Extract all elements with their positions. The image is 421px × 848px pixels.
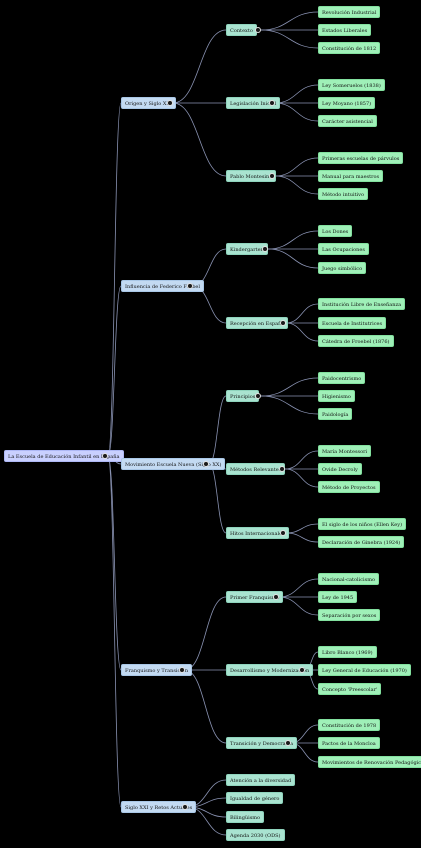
- edge-b4c1-2: [278, 596, 319, 616]
- topic-toggle-contexto[interactable]: [255, 27, 261, 33]
- edge-root-b4: [107, 455, 122, 671]
- edge-b3-b3c1: [208, 395, 227, 465]
- leaf-node-paidologia[interactable]: Paidología: [318, 408, 353, 420]
- leaf-node-revolucion-industrial[interactable]: Revolución Industrial: [318, 6, 381, 18]
- edge-b1-b1c3: [172, 102, 227, 177]
- edge-b2c2-2: [285, 322, 319, 342]
- topic-toggle-legislacion-inicial[interactable]: [269, 100, 275, 106]
- topic-node-agenda-2030-ods[interactable]: Agenda 2030 (ODS): [226, 829, 285, 841]
- edge-b1c1-2: [260, 29, 319, 49]
- topic-node-pablo-montesino[interactable]: Pablo Montesino: [226, 170, 277, 182]
- edge-root-b2: [107, 285, 122, 457]
- topic-node-metodos-relevantes[interactable]: Métodos Relevantes: [226, 463, 286, 475]
- leaf-node-ovide-decroly[interactable]: Ovide Decroly: [318, 463, 362, 475]
- topic-toggle-hitos-internacionales[interactable]: [280, 530, 286, 536]
- topic-node-atencion-a-la-diversidad[interactable]: Atención a la diversidad: [226, 774, 296, 786]
- leaf-node-nacional-catolicismo[interactable]: Nacional-catolicismo: [318, 573, 379, 585]
- leaf-node-institucion-libre-de-ensenanza[interactable]: Institución Libre de Enseñanza: [318, 298, 406, 310]
- leaf-node-las-ocupaciones[interactable]: Las Ocupaciones: [318, 243, 369, 255]
- leaf-node-catedra-de-froebel-1876[interactable]: Cátedra de Froebel (1876): [318, 335, 394, 347]
- edge-b2c1-0: [267, 230, 319, 250]
- leaf-node-maria-montessori[interactable]: María Montessori: [318, 445, 372, 457]
- topic-toggle-pablo-montesino[interactable]: [269, 173, 275, 179]
- leaf-node-primeras-escuelas-de-parvulos[interactable]: Primeras escuelas de párvulos: [318, 152, 404, 164]
- topic-toggle-desarrollismo-y-modernizacion[interactable]: [299, 667, 305, 673]
- topic-node-contexto[interactable]: Contexto: [226, 24, 257, 36]
- edge-b3-b3c3: [208, 463, 227, 534]
- topic-toggle-kindergarten[interactable]: [262, 246, 268, 252]
- edge-root-b1: [107, 102, 122, 457]
- branch-toggle-franquismo-y-transicion[interactable]: [179, 667, 185, 673]
- leaf-node-pactos-de-la-moncloa[interactable]: Pactos de la Moncloa: [318, 737, 380, 749]
- edge-b1c1-0: [260, 11, 319, 31]
- leaf-node-movimientos-de-renovacion-pedagogica[interactable]: Movimientos de Renovación Pedagógica: [318, 756, 421, 768]
- edge-b1c2-2: [274, 102, 319, 122]
- leaf-node-constitucion-de-1978[interactable]: Constitución de 1978: [318, 719, 381, 731]
- topic-toggle-recepcion-en-espana[interactable]: [280, 320, 286, 326]
- topic-node-primer-franquismo[interactable]: Primer Franquismo: [226, 591, 284, 603]
- leaf-node-metodo-intuitivo[interactable]: Método intuitivo: [318, 188, 368, 200]
- branch-node-franquismo-y-transicion[interactable]: Franquismo y Transición: [121, 664, 193, 676]
- edge-b3c3-1: [285, 532, 319, 543]
- branch-node-siglo-xxi-y-retos-actuales[interactable]: Siglo XXI y Retos Actuales: [121, 801, 197, 813]
- leaf-node-higienismo[interactable]: Higienismo: [318, 390, 355, 402]
- edge-b2c2-0: [285, 303, 319, 324]
- topic-toggle-primer-franquismo[interactable]: [273, 594, 279, 600]
- leaf-node-constitucion-de-1812[interactable]: Constitución de 1812: [318, 42, 381, 54]
- edge-b4c1-0: [278, 578, 319, 598]
- leaf-node-ley-de-1945[interactable]: Ley de 1945: [318, 591, 358, 603]
- topic-node-kindergarten[interactable]: Kindergarten: [226, 243, 268, 255]
- leaf-node-ley-general-de-educacion-1970[interactable]: Ley General de Educación (1970): [318, 664, 411, 676]
- leaf-node-los-dones[interactable]: Los Dones: [318, 225, 353, 237]
- branch-toggle-movimiento-escuela-nueva-siglo-xx[interactable]: [203, 461, 209, 467]
- branch-node-movimiento-escuela-nueva-siglo-xx[interactable]: Movimiento Escuela Nueva (Siglo XX): [121, 458, 226, 470]
- leaf-node-paidocentrismo[interactable]: Paidocentrismo: [318, 372, 366, 384]
- topic-node-recepcion-en-espana[interactable]: Recepción en España: [226, 317, 289, 329]
- edge-b4-b4c1: [184, 596, 227, 671]
- topic-node-bilinguismo[interactable]: Bilingüismo: [226, 811, 265, 823]
- edge-b2c1-2: [267, 248, 319, 269]
- leaf-node-metodo-de-proyectos[interactable]: Método de Proyectos: [318, 481, 380, 493]
- root-collapse-toggle[interactable]: [102, 453, 108, 459]
- leaf-node-manual-para-maestros[interactable]: Manual para maestros: [318, 170, 384, 182]
- topic-node-igualdad-de-genero[interactable]: Igualdad de género: [226, 792, 284, 804]
- branch-toggle-siglo-xxi-y-retos-actuales[interactable]: [182, 804, 188, 810]
- branch-toggle-influencia-de-federico-frobel[interactable]: [187, 283, 193, 289]
- leaf-node-escuela-de-institutrices[interactable]: Escuela de Institutrices: [318, 317, 387, 329]
- leaf-node-estados-liberales[interactable]: Estados Liberales: [318, 24, 372, 36]
- edge-b3c1-2: [260, 395, 319, 415]
- edge-b3c1-0: [260, 377, 319, 397]
- leaf-node-ley-moyano-1857[interactable]: Ley Moyano (1857): [318, 97, 376, 109]
- leaf-node-separacion-por-sexos[interactable]: Separación por sexos: [318, 609, 381, 621]
- topic-toggle-metodos-relevantes[interactable]: [279, 466, 285, 472]
- leaf-node-ley-someruelos-1838[interactable]: Ley Someruelos (1838): [318, 79, 385, 91]
- edge-root-b5: [107, 455, 122, 808]
- branch-node-origen-y-siglo-xix[interactable]: Origen y Siglo XIX: [121, 97, 176, 109]
- topic-node-principios[interactable]: Principios: [226, 390, 260, 402]
- edge-b4-b4c3: [184, 669, 227, 744]
- leaf-node-juego-simbolico[interactable]: Juego simbólico: [318, 262, 367, 274]
- topic-node-transicion-y-democracia[interactable]: Transición y Democracia: [226, 737, 297, 749]
- topic-toggle-principios[interactable]: [255, 393, 261, 399]
- leaf-node-caracter-asistencial[interactable]: Carácter asistencial: [318, 115, 377, 127]
- topic-node-legislacion-inicial[interactable]: Legislación Inicial: [226, 97, 281, 109]
- branch-node-influencia-de-federico-frobel[interactable]: Influencia de Federico Fröbel: [121, 280, 204, 292]
- edge-b3c2-0: [284, 450, 319, 470]
- leaf-node-declaracion-de-ginebra-1924[interactable]: Declaración de Ginebra (1924): [318, 536, 405, 548]
- topic-node-hitos-internacionales[interactable]: Hitos Internacionales: [226, 527, 289, 539]
- edge-b3c2-2: [284, 468, 319, 488]
- topic-node-desarrollismo-y-modernizacion[interactable]: Desarrollismo y Modernización: [226, 664, 314, 676]
- leaf-node-libro-blanco-1969[interactable]: Libro Blanco (1969): [318, 646, 377, 658]
- root-node[interactable]: La Escuela de Educación Infantil en Espa…: [4, 450, 124, 462]
- leaf-node-concepto-preescolar[interactable]: Concepto 'Preescolar': [318, 683, 382, 695]
- edge-b1-b1c1: [172, 29, 227, 104]
- edge-b1c3-2: [274, 175, 319, 195]
- edge-b1c2-0: [274, 84, 319, 104]
- leaf-node-el-siglo-de-los-ninos-ellen-key[interactable]: El siglo de los niños (Ellen Key): [318, 518, 407, 530]
- topic-toggle-transicion-y-democracia[interactable]: [285, 740, 291, 746]
- branch-toggle-origen-y-siglo-xix[interactable]: [167, 100, 173, 106]
- edge-b3c3-0: [285, 523, 319, 534]
- edge-b1c3-0: [274, 157, 319, 177]
